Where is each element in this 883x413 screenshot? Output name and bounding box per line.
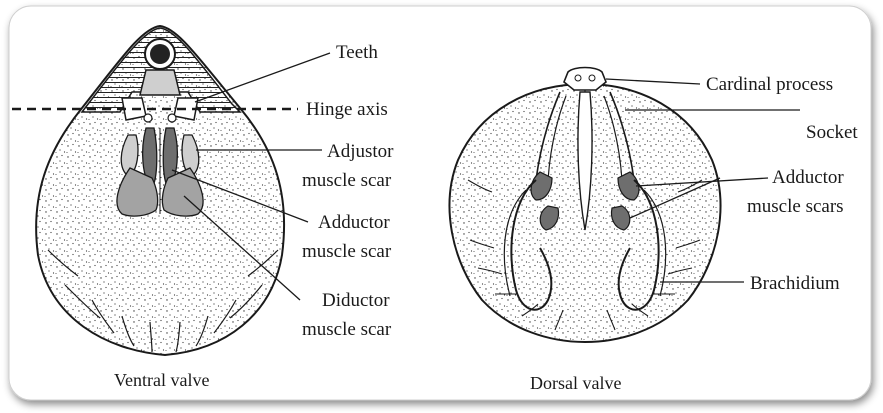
label-adjustor: Adjustor	[327, 141, 394, 162]
label-brachidium: Brachidium	[750, 273, 840, 294]
label-teeth: Teeth	[336, 42, 378, 63]
label-cardinal-process: Cardinal process	[706, 74, 833, 95]
label-adjustor-2: muscle scar	[302, 170, 392, 191]
label-adductor-dorsal-2: muscle scars	[747, 196, 844, 217]
cardinal-process	[564, 68, 606, 91]
label-diductor-2: muscle scar	[302, 319, 392, 340]
label-socket: Socket	[806, 122, 858, 143]
caption-ventral: Ventral valve	[114, 370, 209, 390]
label-adductor-dorsal: Adductor	[772, 167, 844, 188]
label-hinge-axis: Hinge axis	[306, 99, 388, 120]
label-adductor-2: muscle scar	[302, 241, 392, 262]
label-adductor: Adductor	[318, 212, 390, 233]
caption-dorsal: Dorsal valve	[530, 373, 621, 393]
label-diductor: Diductor	[322, 290, 390, 311]
